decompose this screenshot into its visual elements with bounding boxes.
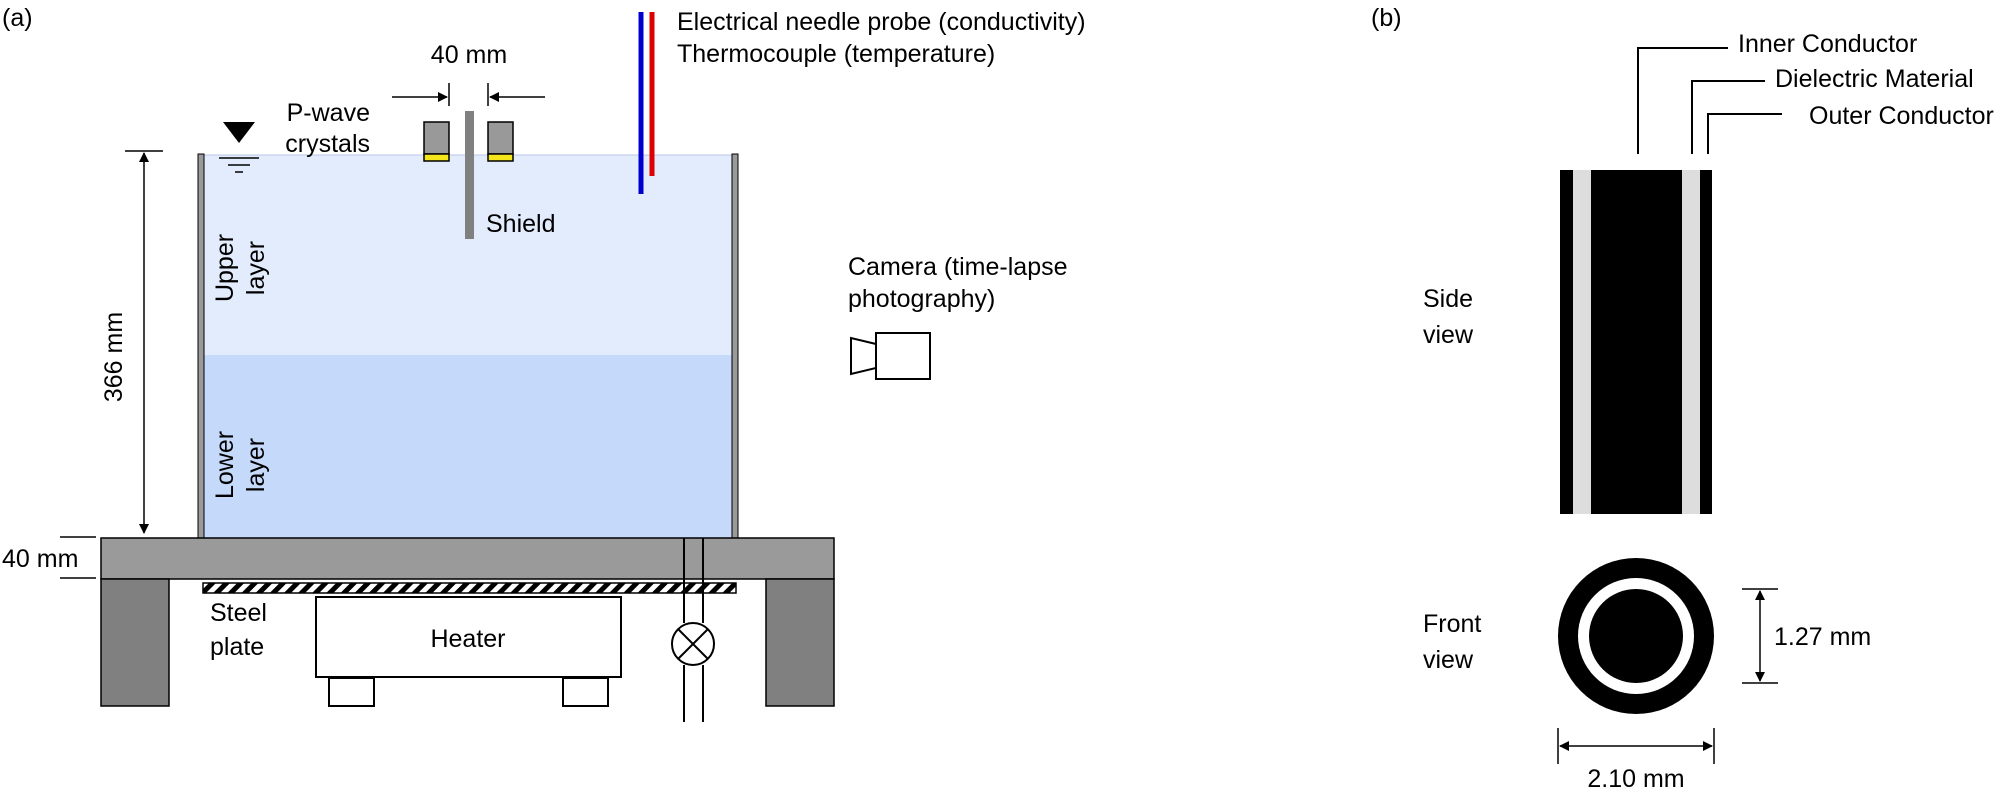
outer-diameter-dimension [1557, 728, 1715, 764]
outer-diameter-label: 2.10 mm [1587, 765, 1684, 793]
crystal-gap-dimension [392, 83, 545, 106]
pwave-label-line1: P-wave [287, 99, 370, 127]
crystal-gap-label: 40 mm [431, 41, 507, 69]
inner-diameter-label: 1.27 mm [1774, 623, 1871, 651]
lower-water-layer [204, 355, 732, 538]
coax-front-view [1558, 558, 1714, 714]
inner-conductor-label: Inner Conductor [1738, 30, 1917, 58]
camera-icon [850, 332, 931, 380]
camera-label-line1: Camera (time-lapse [848, 253, 1068, 281]
lower-layer-label-line2: layer [242, 438, 270, 492]
steel-plate-label-line1: Steel [210, 599, 267, 627]
side-view-label-line1: Side [1423, 285, 1473, 313]
heater-foot-left [328, 677, 375, 707]
shield [465, 111, 474, 239]
tank-wall-right [731, 153, 739, 539]
steel-plate [202, 582, 737, 594]
panel-a: (a) 40 mm P-wave crystals [2, 4, 1086, 722]
dielectric-material-label: Dielectric Material [1775, 65, 1974, 93]
heater-foot-right [562, 677, 609, 707]
shield-label: Shield [486, 210, 556, 238]
pwave-crystal-right-face [487, 153, 514, 162]
water-level-icon [219, 122, 259, 173]
dielectric-leader [1691, 80, 1765, 154]
pwave-crystal-left-face [423, 153, 450, 162]
upper-layer-label-line2: layer [242, 241, 270, 295]
outer-conductor-leader [1707, 113, 1782, 154]
pwave-label-line2: crystals [285, 130, 370, 158]
drain-pipe [683, 538, 704, 722]
inner-diameter-dimension [1742, 588, 1778, 684]
pwave-crystal-left [423, 121, 450, 155]
heater [315, 596, 622, 678]
side-view-label-line2: view [1423, 321, 1474, 349]
front-view-label-line1: Front [1423, 610, 1481, 638]
height-label: 366 mm [100, 312, 128, 402]
camera-label-line2: photography) [848, 285, 995, 313]
pwave-crystal-right [487, 121, 514, 155]
upper-layer-label-line1: Upper [211, 234, 239, 302]
tank-wall-left [197, 153, 205, 539]
panel-a-label: (a) [2, 4, 33, 32]
coax-side-view [1560, 170, 1712, 514]
steel-plate-label-line2: plate [210, 633, 264, 661]
conductivity-probe-label: Electrical needle probe (conductivity) [677, 8, 1086, 36]
base-platform [100, 537, 835, 580]
base-thickness-label: 40 mm [2, 545, 78, 573]
panel-b-label: (b) [1371, 4, 1402, 32]
temperature-probe-label: Thermocouple (temperature) [677, 40, 995, 68]
inner-conductor-leader [1637, 47, 1728, 154]
front-view-label-line2: view [1423, 646, 1474, 674]
panel-b: (b) Inner Conductor Dielectric Material … [1371, 4, 1994, 793]
outer-conductor-label: Outer Conductor [1809, 102, 1994, 130]
support-leg-right [765, 578, 835, 707]
heater-label: Heater [430, 625, 505, 653]
base-thickness-dimension [60, 536, 96, 579]
support-leg-left [100, 578, 170, 707]
lower-layer-label-line1: Lower [211, 431, 239, 499]
valve-icon [671, 622, 715, 666]
height-dimension [125, 150, 163, 534]
